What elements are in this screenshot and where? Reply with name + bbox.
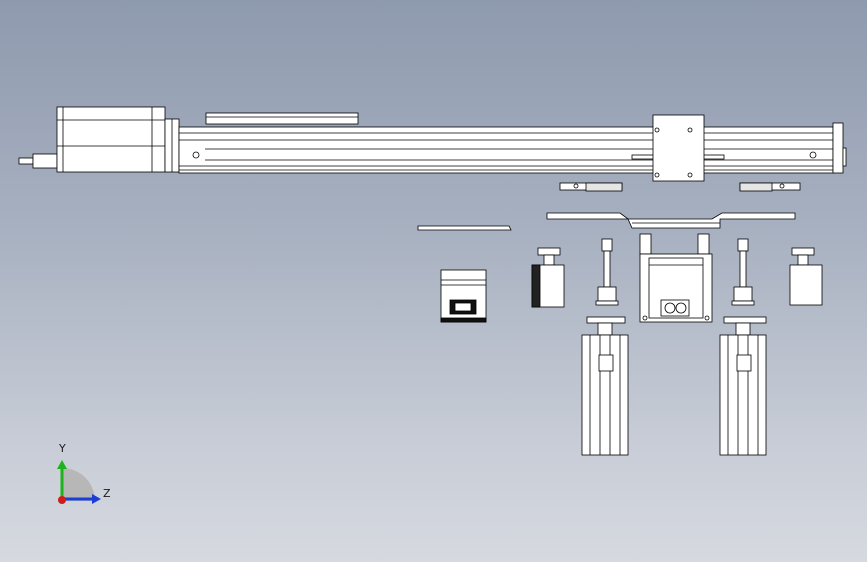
pin-base	[597, 286, 617, 302]
flat-plate-center[interactable]	[546, 212, 796, 229]
column-top-plate	[723, 316, 767, 324]
bracket-block	[739, 182, 773, 192]
cap-block-right[interactable]	[789, 247, 823, 306]
pin-head	[601, 238, 613, 252]
motor-unit-arm	[697, 233, 710, 255]
triad-quarter-disc	[62, 468, 95, 501]
vertical-column-right[interactable]	[719, 316, 767, 456]
bracket-hole	[573, 183, 579, 189]
central-motor-unit[interactable]	[639, 233, 713, 323]
carriage-screw	[687, 127, 693, 133]
bracket-left[interactable]	[559, 182, 623, 192]
motor-unit-screw	[704, 315, 710, 321]
cap-block-left[interactable]	[531, 247, 565, 308]
rail-screw	[192, 151, 200, 159]
flat-plate-left[interactable]	[417, 225, 512, 231]
pin-foot	[731, 300, 755, 306]
triad-y-label: Y	[59, 442, 66, 455]
column-neck	[597, 322, 613, 336]
column-neck	[735, 322, 751, 336]
flat-plate-shape	[417, 225, 512, 231]
carriage-screw	[654, 127, 660, 133]
motor-unit-arm	[639, 233, 652, 255]
cap-top	[537, 247, 561, 256]
pin-foot	[595, 300, 619, 306]
carriage-plate[interactable]	[652, 114, 705, 182]
motor-body	[56, 106, 166, 173]
cap-neck	[543, 254, 555, 266]
top-cover-plate	[205, 112, 359, 125]
cap-body	[789, 264, 823, 306]
pin-base	[733, 286, 753, 302]
rail-end-cap	[832, 122, 844, 174]
cap-neck	[797, 254, 809, 266]
carriage-screw	[654, 172, 660, 178]
rail-end-plug	[842, 147, 847, 167]
sensor-base	[440, 317, 487, 323]
pin-head	[737, 238, 749, 252]
orientation-triad[interactable]	[57, 460, 101, 504]
triad-z-label: Z	[103, 487, 111, 500]
guide-pin-left[interactable]	[595, 238, 619, 306]
bracket-hole	[779, 183, 785, 189]
cap-top	[791, 247, 815, 256]
pin-shaft	[603, 250, 611, 288]
vertical-column-left[interactable]	[581, 316, 629, 456]
bracket-block	[585, 182, 623, 192]
sensor-window-inner	[454, 302, 472, 312]
column-slot	[736, 354, 752, 372]
column-slot	[598, 354, 614, 372]
motor-unit-port	[675, 302, 687, 314]
bracket-right[interactable]	[739, 182, 801, 192]
pin-shaft	[739, 250, 747, 288]
column-body	[581, 334, 629, 456]
flat-plate-shape	[546, 212, 796, 229]
column-body	[719, 334, 767, 456]
motor-unit-screw	[642, 315, 648, 321]
triad-x-origin	[58, 496, 66, 504]
sensor-block[interactable]	[440, 269, 487, 323]
guide-pin-right[interactable]	[731, 238, 755, 306]
triad-z-arrowhead	[92, 494, 101, 504]
triad-y-arrowhead	[57, 460, 67, 469]
column-top-plate	[586, 316, 626, 324]
cap-body-shade	[531, 264, 541, 308]
rail-screw	[809, 151, 817, 159]
motor-shaft	[18, 157, 34, 165]
carriage-screw	[687, 172, 693, 178]
linear-actuator-assembly[interactable]	[18, 106, 847, 182]
motor-unit-port	[664, 302, 676, 314]
motor-shaft-collar	[32, 153, 58, 169]
